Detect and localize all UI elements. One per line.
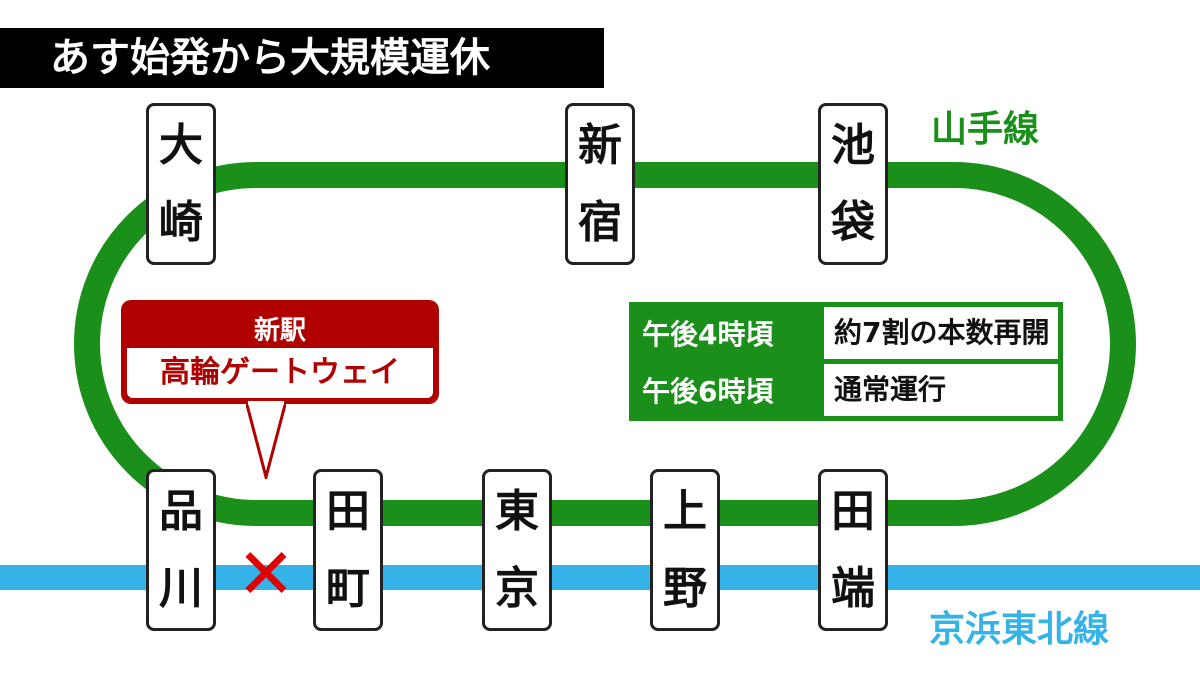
station-char: 田 — [326, 486, 370, 537]
station-char: 大 — [159, 120, 203, 171]
schedule-row: 午後4時頃 約7割の本数再開 — [634, 307, 1058, 359]
page-title: あす始発から大規模運休 — [0, 28, 604, 88]
callout-pointer — [246, 401, 286, 479]
yamanote-line-label: 山手線 — [931, 109, 1040, 150]
station-shinjuku: 新 宿 — [565, 103, 635, 265]
schedule-row: 午後6時頃 通常運行 — [634, 364, 1058, 416]
station-char: 川 — [159, 563, 203, 614]
station-osaki: 大 崎 — [146, 103, 216, 265]
new-station-name: 高輪ゲートウェイ — [127, 348, 433, 398]
station-shinagawa: 品 川 — [146, 469, 216, 631]
station-char: 崎 — [159, 197, 203, 248]
suspension-x-mark: ✕ — [236, 533, 296, 615]
keihin-tohoku-line-label: 京浜東北線 — [929, 609, 1110, 650]
schedule-time: 午後4時頃 — [642, 318, 774, 351]
station-ueno: 上 野 — [650, 469, 720, 631]
new-station-callout: 新駅 高輪ゲートウェイ — [121, 300, 439, 404]
station-char: 上 — [663, 486, 707, 537]
station-char: 田 — [831, 486, 875, 537]
station-tamachi: 田 町 — [313, 469, 383, 631]
station-char: 池 — [831, 120, 875, 171]
station-char: 新 — [578, 120, 622, 171]
new-station-label: 新駅 — [253, 316, 306, 346]
station-char: 京 — [495, 563, 539, 614]
station-char: 袋 — [831, 197, 875, 248]
station-tokyo: 東 京 — [482, 469, 552, 631]
schedule-status: 約7割の本数再開 — [824, 307, 1058, 359]
station-char: 品 — [159, 486, 203, 537]
station-char: 東 — [495, 486, 539, 537]
resumption-schedule: 午後4時頃 約7割の本数再開 午後6時頃 通常運行 — [629, 302, 1063, 421]
station-char: 野 — [663, 563, 707, 614]
station-char: 端 — [831, 563, 875, 614]
schedule-status: 通常運行 — [824, 364, 1058, 416]
station-ikebukuro: 池 袋 — [818, 103, 888, 265]
station-char: 町 — [326, 563, 370, 614]
station-tabata: 田 端 — [818, 469, 888, 631]
schedule-time: 午後6時頃 — [642, 375, 774, 408]
station-char: 宿 — [578, 197, 622, 248]
